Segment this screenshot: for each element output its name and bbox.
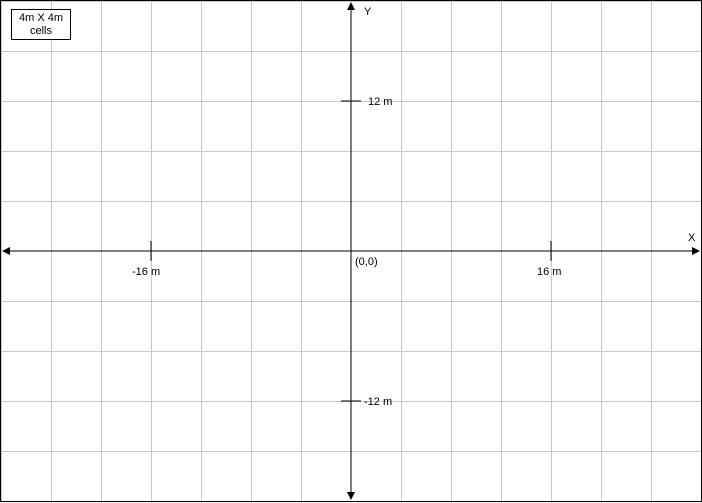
cell-size-legend: 4m X 4m cells bbox=[11, 9, 71, 40]
legend-line-2: cells bbox=[12, 25, 70, 38]
y-axis-bottom-arrow bbox=[347, 492, 355, 500]
tick-label-y-pos12: 12 m bbox=[368, 96, 392, 108]
origin-label: (0,0) bbox=[355, 256, 378, 268]
x-axis-label: X bbox=[688, 232, 696, 244]
y-axis-top-arrow bbox=[347, 2, 355, 10]
y-axis-label: Y bbox=[364, 6, 372, 18]
tick-label-x-neg16: -16 m bbox=[132, 266, 160, 278]
x-axis-right-arrow bbox=[692, 247, 700, 255]
x-axis-left-arrow bbox=[2, 247, 10, 255]
legend-line-1: 4m X 4m bbox=[12, 12, 70, 25]
tick-label-y-neg12: -12 m bbox=[364, 396, 392, 408]
tick-label-x-pos16: 16 m bbox=[537, 266, 561, 278]
